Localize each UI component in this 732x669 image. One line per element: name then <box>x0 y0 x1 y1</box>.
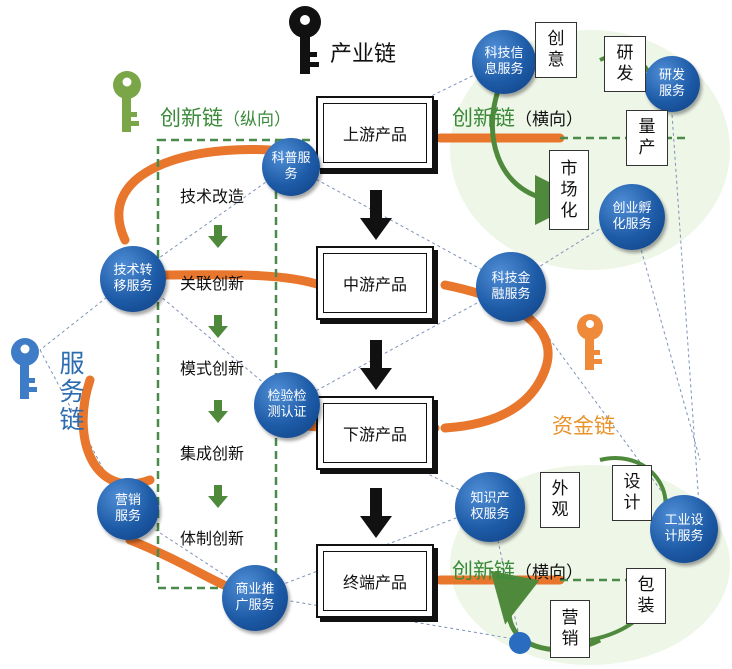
innovation-item: 关联创新 <box>180 274 245 293</box>
key-icon <box>11 338 39 399</box>
product-box-terminal: 终端产品 <box>316 544 434 618</box>
key-icon <box>289 6 321 74</box>
innovation-flow-arrows <box>208 225 228 508</box>
key-icon <box>113 71 141 132</box>
innovation-item: 体制创新 <box>180 529 245 548</box>
stage-box-marketization: 市场化 <box>549 150 589 230</box>
product-box-upstream: 上游产品 <box>316 96 434 170</box>
service-node-ip: 知识产权服务 <box>455 472 525 542</box>
product-flow-arrows <box>360 190 392 538</box>
key-icon <box>577 314 603 370</box>
product-label: 下游产品 <box>342 425 407 444</box>
stage-box-research: 研发 <box>604 36 646 92</box>
innovation-vertical-label: 创新链（纵向） <box>160 102 291 132</box>
service-node-tech-info: 科技信息服务 <box>472 30 536 94</box>
product-label: 终端产品 <box>342 573 407 592</box>
service-node-rnd: 研发服务 <box>644 56 700 112</box>
stage-box-packaging: 包装 <box>626 568 666 624</box>
service-node-tech-transfer: 技术转移服务 <box>100 246 166 312</box>
product-box-downstream: 下游产品 <box>316 396 434 470</box>
innovation-frame <box>156 138 278 590</box>
innovation-bottom-sub: （横向） <box>515 563 583 583</box>
product-box-midstream: 中游产品 <box>316 246 434 320</box>
innovation-top-title: 创新链 <box>452 106 515 130</box>
innovation-item: 模式创新 <box>180 359 245 378</box>
product-label: 上游产品 <box>342 125 407 144</box>
innovation-vertical-title: 创新链 <box>160 106 223 130</box>
stage-box-creative: 创意 <box>535 22 577 78</box>
stage-box-design: 设计 <box>612 465 652 521</box>
stage-box-mass-production: 量产 <box>626 110 668 166</box>
service-node-tech-finance: 科技金融服务 <box>476 252 546 322</box>
service-chain-label: 服务链 <box>59 349 85 434</box>
innovation-bottom-label: 创新链（横向） <box>452 555 583 585</box>
stage-box-sales: 营销 <box>550 600 590 658</box>
product-label: 中游产品 <box>342 275 407 294</box>
service-node-inspection: 检验检测认证 <box>254 372 320 438</box>
innovation-bottom-title: 创新链 <box>452 559 515 583</box>
innovation-top-sub: （横向） <box>515 110 583 130</box>
bottom-node-dot <box>509 632 531 654</box>
innovation-top-label: 创新链（横向） <box>452 102 583 132</box>
service-node-marketing: 营销服务 <box>97 478 159 540</box>
capital-chain-label: 资金链 <box>552 414 615 438</box>
service-node-kepu: 科普服务 <box>262 138 320 196</box>
innovation-item: 集成创新 <box>180 444 245 463</box>
stage-box-appearance: 外观 <box>540 472 580 528</box>
innovation-item: 技术改造 <box>180 187 245 206</box>
industry-chain-label: 产业链 <box>330 42 397 67</box>
service-node-incubation: 创业孵化服务 <box>599 184 665 250</box>
innovation-vertical-sub: （纵向） <box>223 110 291 130</box>
service-node-industrial-design: 工业设计服务 <box>650 495 718 563</box>
service-node-promotion: 商业推广服务 <box>222 565 288 631</box>
